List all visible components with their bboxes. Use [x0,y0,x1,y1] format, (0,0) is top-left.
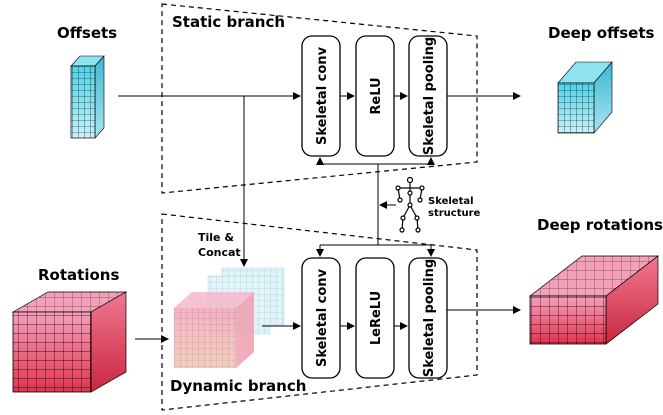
static-op-conv: Skeletal conv [301,35,341,157]
static-branch-frame [161,3,478,194]
static-branch-label: Static branch [172,13,285,31]
dynamic-op-conv: Skeletal conv [301,257,341,379]
skeletal-structure-label-2: structure [428,208,481,219]
tile-concat-label-2: Concat [198,246,241,259]
skeleton-icon [395,176,425,233]
dynamic-arrows [135,306,521,343]
static-op-relu: ReLU [355,35,395,157]
dynamic-op-conv-label: Skeletal conv [315,268,330,367]
dynamic-op-pooling: Skeletal pooling [408,257,448,379]
offsets-tensor [70,55,105,139]
static-arrows [118,92,521,267]
tile-concat-label-1: Tile & [198,231,234,244]
deep-rotations-tensor [528,255,660,345]
skeletal-structure-feed [316,157,435,257]
dynamic-op-lerelu-label: LeReLU [369,291,384,345]
static-op-pooling-label: Skeletal pooling [422,37,437,155]
dynamic-op-lerelu: LeReLU [355,257,395,379]
tile-concat-tensor [174,267,285,368]
deep-offsets-label: Deep offsets [548,24,654,42]
dynamic-op-pooling-label: Skeletal pooling [422,259,437,377]
dynamic-branch-label: Dynamic branch [170,377,306,395]
static-op-relu-label: ReLU [369,77,384,114]
dynamic-branch-frame [161,213,478,411]
static-op-pooling: Skeletal pooling [408,35,448,157]
static-op-conv-label: Skeletal conv [315,46,330,145]
rotations-label: Rotations [38,266,119,284]
deep-rotations-label: Deep rotations [537,216,663,234]
offsets-label: Offsets [57,24,117,42]
deep-offsets-tensor [557,61,613,134]
rotations-tensor [11,291,128,393]
skeletal-structure-label-1: Skeletal [428,196,474,207]
